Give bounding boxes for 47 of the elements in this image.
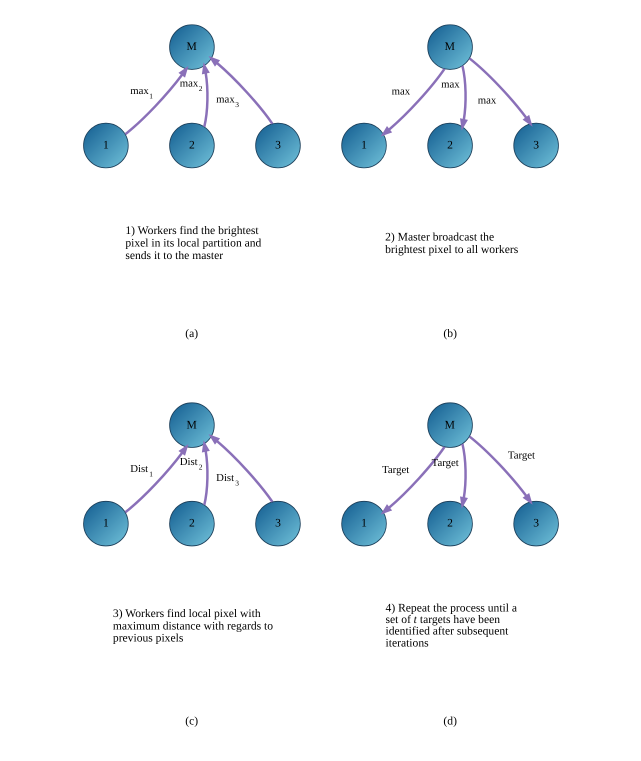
arrow (468, 57, 532, 127)
arrow (460, 66, 468, 130)
label: (b) (442, 327, 456, 340)
edge-label: max (477, 94, 496, 107)
arrow (208, 434, 273, 502)
node-circle: 2 (168, 500, 214, 546)
label: 1) Workers find the brightest pixel in its local partition and sends it to the master (124, 224, 261, 262)
node-circle: 2 (426, 500, 472, 546)
node-circle: 1 (82, 500, 128, 546)
node-circle: 1 (340, 122, 386, 168)
arrow (201, 62, 210, 128)
node-circle: 3 (254, 500, 300, 546)
arrow (468, 436, 532, 505)
edge-label: Dist$_{1}$ (130, 462, 152, 478)
node-circle: 3 (254, 122, 300, 168)
node-circle: 1 (340, 500, 386, 546)
label: (c) (184, 714, 198, 728)
label: 3) Workers find local pixel with maximum distance with regards to previous pixels (112, 606, 273, 645)
edge-label: max$_{1}$ (130, 84, 152, 100)
node-circle: 3 (512, 500, 558, 546)
node-circle: 3 (512, 122, 558, 168)
arrow (460, 444, 468, 509)
label: 2) Master broadcast the brightest pixel to all workers (384, 230, 518, 256)
label: 4) Repeat the process until a set of t targets have been identified after subsequent iterations (385, 602, 517, 650)
node-circle: M (168, 402, 214, 448)
edge-label: Target (507, 450, 535, 462)
edge-label: Dist$_{3}$ (216, 472, 238, 488)
label: (d) (442, 714, 456, 728)
node-circle: 2 (426, 122, 472, 168)
edge-label: Target (382, 464, 409, 476)
edge-label: Dist$_{2}$ (179, 456, 202, 472)
arrow (380, 68, 445, 137)
node-circle: 2 (168, 122, 214, 168)
node-circle: 1 (82, 122, 128, 168)
edge-label: max$_{2}$ (179, 78, 202, 94)
arrow (208, 56, 273, 124)
arrow (380, 446, 445, 515)
node-circle: M (168, 24, 214, 70)
arrow (201, 440, 210, 506)
edge-label: max$_{3}$ (216, 94, 238, 110)
arrow (124, 66, 188, 136)
node-circle: M (426, 402, 472, 448)
edge-label: max (440, 78, 460, 91)
label: (a) (184, 327, 198, 340)
arrow (124, 444, 188, 514)
edge-label: max (391, 86, 410, 98)
node-circle: M (426, 24, 472, 70)
